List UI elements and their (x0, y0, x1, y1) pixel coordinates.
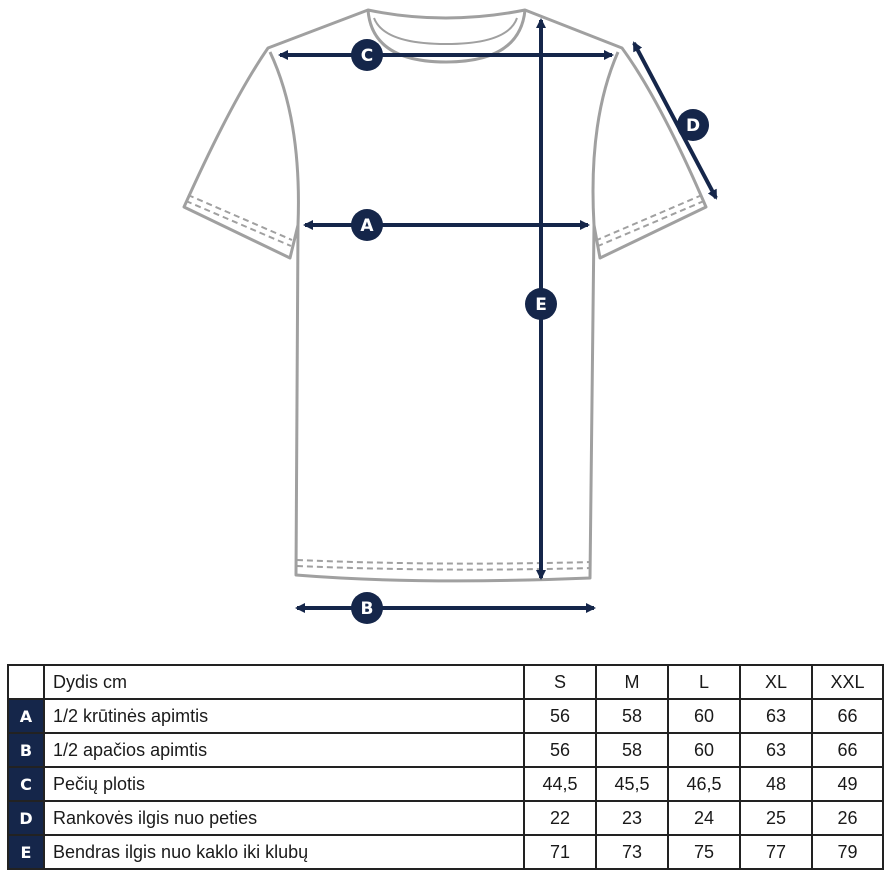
header-label: Dydis cm (43, 664, 525, 700)
row-value: 75 (667, 834, 741, 870)
row-letter: D (7, 800, 45, 836)
tshirt-outline (182, 8, 708, 583)
row-value: 58 (595, 698, 669, 734)
svg-text:B: B (361, 599, 374, 619)
row-value: 22 (523, 800, 597, 836)
row-value: 25 (739, 800, 813, 836)
svg-text:D: D (686, 116, 700, 136)
row-label: 1/2 krūtinės apimtis (43, 698, 525, 734)
row-letter: A (7, 698, 45, 734)
row-letter: E (7, 834, 45, 870)
row-value: 46,5 (667, 766, 741, 802)
row-value: 60 (667, 732, 741, 768)
row-value: 23 (595, 800, 669, 836)
row-value: 66 (811, 732, 884, 768)
row-label: 1/2 apačios apimtis (43, 732, 525, 768)
row-letter: B (7, 732, 45, 768)
row-value: 49 (811, 766, 884, 802)
row-value: 56 (523, 698, 597, 734)
row-value: 79 (811, 834, 884, 870)
row-value: 45,5 (595, 766, 669, 802)
svg-text:C: C (361, 46, 373, 66)
table-row: B 1/2 apačios apimtis 56 58 60 63 66 (7, 732, 884, 768)
table-row: D Rankovės ilgis nuo peties 22 23 24 25 … (7, 800, 884, 836)
marker-badge-e: E (525, 288, 557, 320)
size-header: L (667, 664, 741, 700)
marker-badge-c: C (351, 39, 383, 71)
table-header-row: Dydis cm S M L XL XXL (7, 664, 884, 700)
size-header: M (595, 664, 669, 700)
marker-badge-b: B (351, 592, 383, 624)
table-row: C Pečių plotis 44,5 45,5 46,5 48 49 (7, 766, 884, 802)
marker-badge-d: D (677, 109, 709, 141)
table-row: A 1/2 krūtinės apimtis 56 58 60 63 66 (7, 698, 884, 734)
arrow-d (632, 41, 718, 200)
row-value: 77 (739, 834, 813, 870)
size-table: Dydis cm S M L XL XXL A 1/2 krūtinės api… (7, 664, 884, 870)
row-letter: C (7, 766, 45, 802)
header-corner (7, 664, 45, 700)
marker-badge-a: A (351, 209, 383, 241)
row-value: 73 (595, 834, 669, 870)
row-value: 71 (523, 834, 597, 870)
row-value: 56 (523, 732, 597, 768)
row-value: 44,5 (523, 766, 597, 802)
size-header: XL (739, 664, 813, 700)
row-label: Pečių plotis (43, 766, 525, 802)
tshirt-diagram: C A E B D (182, 8, 718, 624)
row-label: Rankovės ilgis nuo peties (43, 800, 525, 836)
row-value: 60 (667, 698, 741, 734)
size-header: S (523, 664, 597, 700)
table-row: E Bendras ilgis nuo kaklo iki klubų 71 7… (7, 834, 884, 870)
row-value: 26 (811, 800, 884, 836)
row-value: 58 (595, 732, 669, 768)
row-value: 24 (667, 800, 741, 836)
row-value: 63 (739, 698, 813, 734)
row-label: Bendras ilgis nuo kaklo iki klubų (43, 834, 525, 870)
size-header: XXL (811, 664, 884, 700)
row-value: 66 (811, 698, 884, 734)
row-value: 63 (739, 732, 813, 768)
svg-text:E: E (535, 295, 547, 315)
svg-text:A: A (360, 216, 374, 236)
measure-arrows (278, 18, 718, 613)
row-value: 48 (739, 766, 813, 802)
tshirt-stitching (185, 194, 705, 571)
